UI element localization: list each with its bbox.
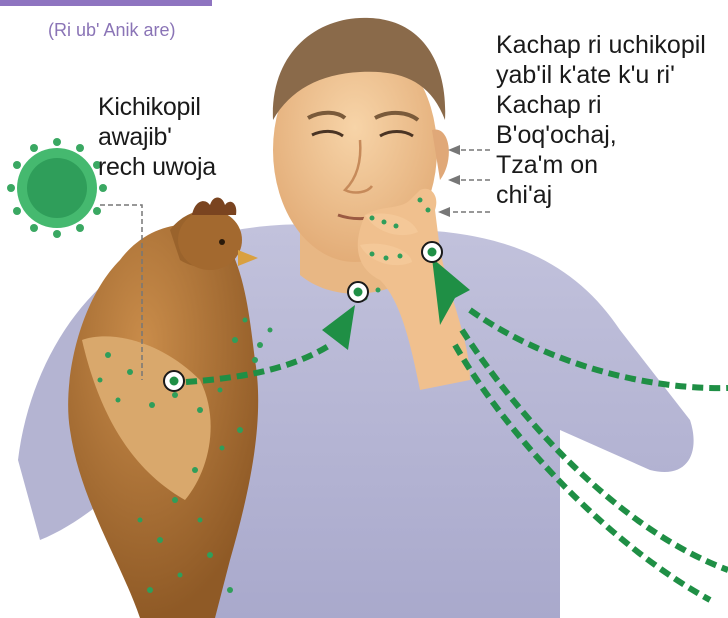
virus-label-line: Kichikopil — [98, 92, 268, 122]
entry-label-eye: B'oq'ochaj, — [496, 120, 617, 150]
entry-label-mouth: chi'aj — [496, 180, 552, 210]
virus-label: Kichikopil awajib' rech uwoja — [98, 92, 268, 182]
hen-eye — [219, 239, 225, 245]
virus-icon — [7, 138, 107, 238]
hen-head — [178, 210, 242, 270]
virus-label-line: awajib' — [98, 122, 268, 152]
hen-comb — [192, 198, 236, 216]
marker-hen — [164, 371, 184, 391]
marker-finger — [422, 242, 442, 262]
entry-label-line: Kachap ri — [496, 90, 602, 120]
entry-label-line: Kachap ri uchikopil — [496, 30, 706, 60]
entry-label-nose: Tza'm on — [496, 150, 598, 180]
marker-chin — [348, 282, 368, 302]
entry-label-line: yab'il k'ate k'u ri' — [496, 60, 675, 90]
virus-label-line: rech uwoja — [98, 152, 268, 182]
